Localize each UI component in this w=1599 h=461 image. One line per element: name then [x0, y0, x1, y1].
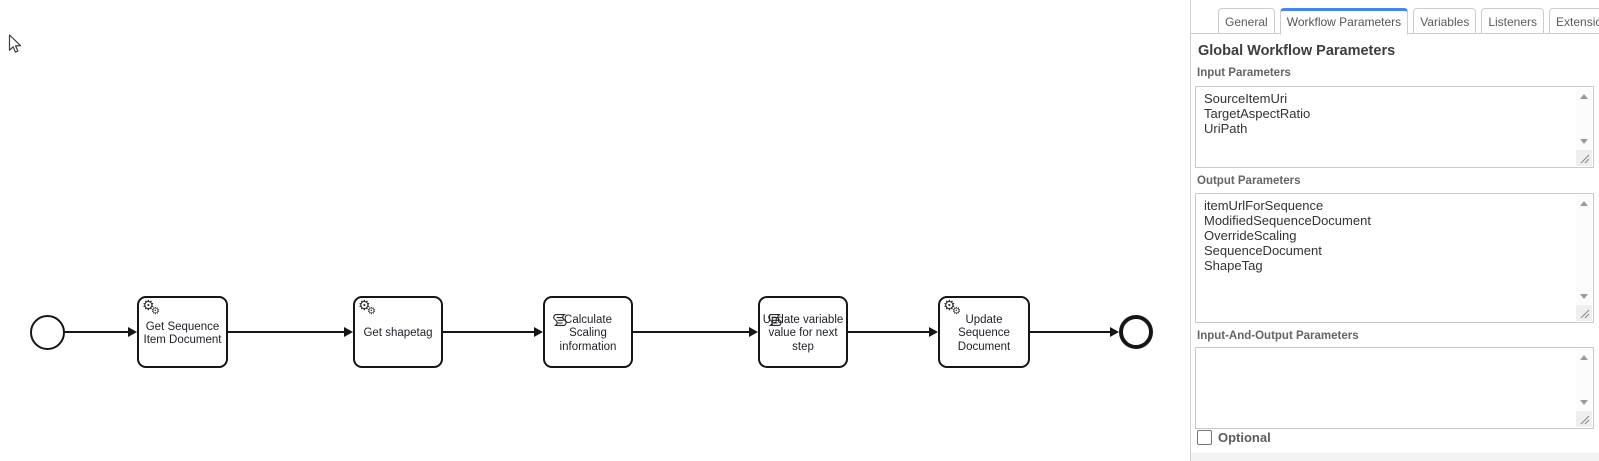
- output-parameters-value[interactable]: itemUrlForSequence ModifiedSequenceDocum…: [1204, 198, 1371, 273]
- resize-grip-icon[interactable]: [1576, 305, 1592, 321]
- service-gears-icon: ⚙⚙: [943, 298, 961, 317]
- service-gears-icon: ⚙⚙: [358, 298, 376, 317]
- properties-panel: General Workflow Parameters Variables Li…: [1190, 0, 1599, 461]
- sequence-flow[interactable]: [633, 327, 758, 337]
- panel-footer: [1191, 453, 1599, 461]
- task-label: Get Sequence Item Document: [143, 320, 222, 347]
- scroll-up-icon[interactable]: [1580, 94, 1588, 99]
- textarea-scrollbar[interactable]: [1576, 88, 1592, 166]
- tab-workflow-parameters[interactable]: Workflow Parameters: [1279, 8, 1409, 35]
- input-parameters-label: Input Parameters: [1197, 67, 1291, 79]
- optional-label: Optional: [1218, 430, 1271, 445]
- tab-variables[interactable]: Variables: [1413, 8, 1477, 34]
- scroll-up-icon[interactable]: [1580, 201, 1588, 206]
- task-get-sequence-item-document[interactable]: ⚙⚙ Get Sequence Item Document: [137, 296, 228, 368]
- scroll-up-icon[interactable]: [1580, 355, 1588, 360]
- scroll-down-icon[interactable]: [1580, 294, 1588, 299]
- textarea-scrollbar[interactable]: [1576, 349, 1592, 427]
- service-gears-icon: ⚙⚙: [142, 298, 160, 317]
- script-scroll-icon: [763, 299, 785, 326]
- scroll-down-icon[interactable]: [1580, 139, 1588, 144]
- task-calculate-scaling-information[interactable]: Calculate Scaling information: [543, 296, 633, 368]
- task-label: Update Sequence Document: [957, 313, 1011, 353]
- sequence-flow[interactable]: [848, 327, 938, 337]
- input-and-output-parameters-label: Input-And-Output Parameters: [1197, 330, 1359, 342]
- task-update-sequence-document[interactable]: ⚙⚙ Update Sequence Document: [938, 296, 1030, 368]
- textarea-scrollbar[interactable]: [1576, 195, 1592, 321]
- resize-grip-icon[interactable]: [1576, 411, 1592, 427]
- input-and-output-parameters-value[interactable]: [1196, 348, 1575, 428]
- diagram-canvas[interactable]: ⚙⚙ Get Sequence Item Document ⚙⚙ Get sha…: [0, 0, 1190, 461]
- panel-body: Global Workflow Parameters Input Paramet…: [1191, 33, 1599, 461]
- output-parameters-textarea[interactable]: itemUrlForSequence ModifiedSequenceDocum…: [1195, 193, 1594, 323]
- resize-grip-icon[interactable]: [1576, 150, 1592, 166]
- tab-general[interactable]: General: [1218, 8, 1275, 34]
- sequence-flow[interactable]: [228, 327, 353, 337]
- scroll-down-icon[interactable]: [1580, 400, 1588, 405]
- optional-checkbox[interactable]: [1197, 430, 1212, 445]
- task-label: Calculate Scaling information: [559, 313, 617, 353]
- tab-listeners[interactable]: Listeners: [1481, 8, 1545, 34]
- task-get-shapetag[interactable]: ⚙⚙ Get shapetag: [353, 296, 443, 368]
- sequence-flow[interactable]: [443, 327, 543, 337]
- task-update-variable-value[interactable]: Update variable value for next step: [758, 296, 848, 368]
- tab-extensions[interactable]: Extensions: [1549, 8, 1599, 34]
- script-scroll-icon: [548, 299, 570, 326]
- sequence-flow[interactable]: [64, 327, 137, 337]
- start-event[interactable]: [30, 315, 65, 350]
- input-parameters-value[interactable]: SourceItemUri TargetAspectRatio UriPath: [1204, 91, 1311, 136]
- end-event[interactable]: [1119, 315, 1153, 349]
- input-parameters-textarea[interactable]: SourceItemUri TargetAspectRatio UriPath: [1195, 86, 1594, 168]
- task-label: Get shapetag: [363, 327, 433, 340]
- sequence-flow[interactable]: [1030, 327, 1119, 337]
- input-and-output-parameters-textarea[interactable]: [1195, 347, 1594, 429]
- mouse-cursor-icon: [8, 34, 23, 61]
- panel-title: Global Workflow Parameters: [1198, 43, 1396, 59]
- optional-row: Optional: [1197, 430, 1271, 445]
- output-parameters-label: Output Parameters: [1197, 175, 1301, 187]
- panel-tabs: General Workflow Parameters Variables Li…: [1218, 8, 1599, 35]
